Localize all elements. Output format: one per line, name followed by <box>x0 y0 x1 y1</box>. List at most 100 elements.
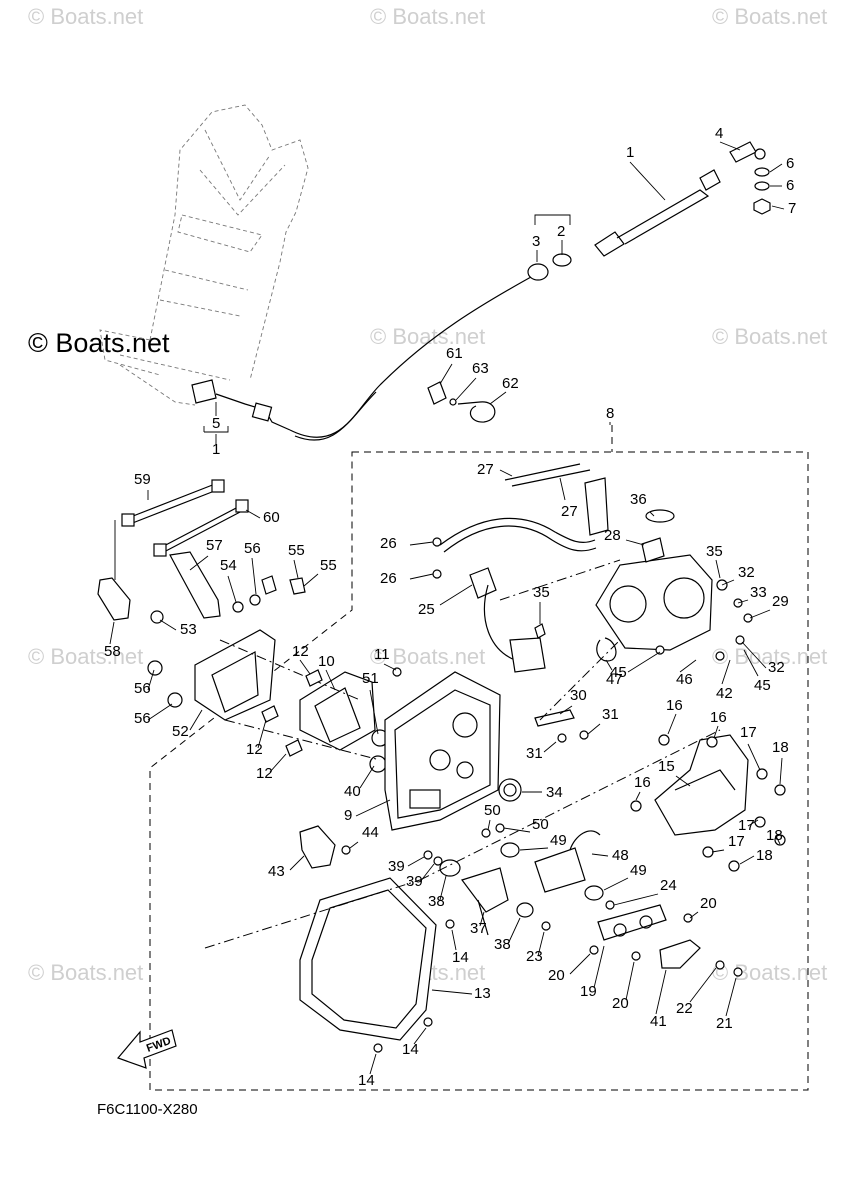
leader-line-48 <box>591 853 609 857</box>
watermark-bottom-right: © Boats.net <box>712 960 827 985</box>
leader-line-18 <box>779 757 783 785</box>
callout-31: 31 <box>526 745 543 762</box>
callout-11: 11 <box>374 646 390 663</box>
leader-line-63 <box>455 377 477 401</box>
callout-32: 32 <box>738 564 755 581</box>
callout-30: 30 <box>570 687 587 704</box>
leader-line-40 <box>359 765 375 789</box>
callout-17: 17 <box>738 817 755 834</box>
leader-line-55 <box>293 559 299 579</box>
callout-62: 62 <box>502 375 519 392</box>
leader-line-42 <box>721 659 731 685</box>
leader-line-51 <box>369 689 379 735</box>
callout-55: 55 <box>320 557 337 574</box>
callout-39: 39 <box>406 873 423 890</box>
leader-line-10 <box>325 669 336 691</box>
leader-line-36 <box>649 511 655 517</box>
callout-49: 49 <box>630 862 647 879</box>
drawing-code: F6C1100-X280 <box>97 1101 198 1118</box>
leader-line-32 <box>721 579 735 586</box>
leader-line-60 <box>245 509 261 519</box>
bracket-15-drawing <box>630 734 786 872</box>
leader-line-49 <box>603 877 629 891</box>
leader-line-20 <box>689 911 699 919</box>
callout-4: 4 <box>715 125 723 142</box>
callout-47: 47 <box>606 671 623 688</box>
assembly-boundary <box>149 214 809 1091</box>
callout-20: 20 <box>700 895 717 912</box>
bracket-43-drawing <box>299 825 351 869</box>
leader-line-28 <box>625 539 645 546</box>
callout-15: 15 <box>658 758 675 775</box>
leader-line-22 <box>689 967 717 1003</box>
watermark-top-left: © Boats.net <box>28 4 143 29</box>
rod-30-drawing <box>534 709 589 743</box>
callout-20: 20 <box>612 995 629 1012</box>
fwd-arrow: FWD <box>116 1029 177 1069</box>
watermark-top-center: © Boats.net <box>370 4 485 29</box>
leader-line-16 <box>635 791 641 801</box>
leader-line-45 <box>627 651 661 673</box>
actuator-drawing <box>499 509 753 721</box>
leader-line-53 <box>159 619 177 631</box>
leader-line-52 <box>189 709 203 731</box>
leader-line-1 <box>629 161 666 201</box>
callout-9: 9 <box>344 807 352 824</box>
leader-line-47 <box>605 659 613 671</box>
callout-59: 59 <box>134 471 151 488</box>
leader-line-7 <box>771 205 785 210</box>
callout-18: 18 <box>756 847 773 864</box>
leader-lines <box>109 141 785 1075</box>
leader-line-37 <box>479 911 485 927</box>
callout-16: 16 <box>666 697 683 714</box>
callout-27: 27 <box>561 503 578 520</box>
callout-35: 35 <box>706 543 723 560</box>
callout-39: 39 <box>388 858 405 875</box>
callout-33: 33 <box>750 584 767 601</box>
leader-line-50 <box>503 827 531 833</box>
callout-58: 58 <box>104 643 121 660</box>
callout-27: 27 <box>477 461 494 478</box>
callout-labels: 1234667516163628272736282626253535323329… <box>104 125 796 1089</box>
callout-61: 61 <box>446 345 463 362</box>
callout-6: 6 <box>786 155 794 172</box>
callout-38: 38 <box>494 936 511 953</box>
callout-56: 56 <box>244 540 261 557</box>
callout-23: 23 <box>526 948 543 965</box>
leader-line-15 <box>675 775 691 787</box>
callout-50: 50 <box>484 802 501 819</box>
callout-17: 17 <box>740 724 757 741</box>
leader-line-39 <box>419 863 435 883</box>
watermark-bottom-left: © Boats.net <box>28 960 143 985</box>
callout-56: 56 <box>134 680 151 697</box>
callout-31: 31 <box>602 706 619 723</box>
bolts-12-drawing <box>261 669 323 757</box>
callout-48: 48 <box>612 847 629 864</box>
cable-clip-drawing <box>427 381 496 423</box>
callout-18: 18 <box>766 827 783 844</box>
leader-line-54 <box>227 575 237 603</box>
callout-10: 10 <box>318 653 335 670</box>
callout-37: 37 <box>470 920 487 937</box>
leader-line-58 <box>109 621 115 645</box>
main-housing-drawing <box>384 667 501 831</box>
lever-arm-drawing <box>97 520 306 624</box>
leader-line-31 <box>587 723 601 735</box>
callout-8: 8 <box>606 405 614 422</box>
leader-line-18 <box>739 855 755 865</box>
leader-line-35 <box>715 559 721 579</box>
gear-34-drawing <box>498 778 522 802</box>
callout-17: 17 <box>728 833 745 850</box>
leader-line-14 <box>413 1027 427 1045</box>
watermark-top-right: © Boats.net <box>712 4 827 29</box>
callout-38: 38 <box>428 893 445 910</box>
leader-line-27 <box>559 477 566 501</box>
leader-line-9 <box>355 799 391 817</box>
watermark-mid-center: © Boats.net <box>370 324 485 349</box>
callout-34: 34 <box>546 784 563 801</box>
leader-line-50 <box>487 819 491 831</box>
leader-line-29 <box>749 609 771 619</box>
callout-21: 21 <box>716 1015 733 1032</box>
leader-line-11 <box>383 663 397 671</box>
callout-14: 14 <box>452 949 469 966</box>
